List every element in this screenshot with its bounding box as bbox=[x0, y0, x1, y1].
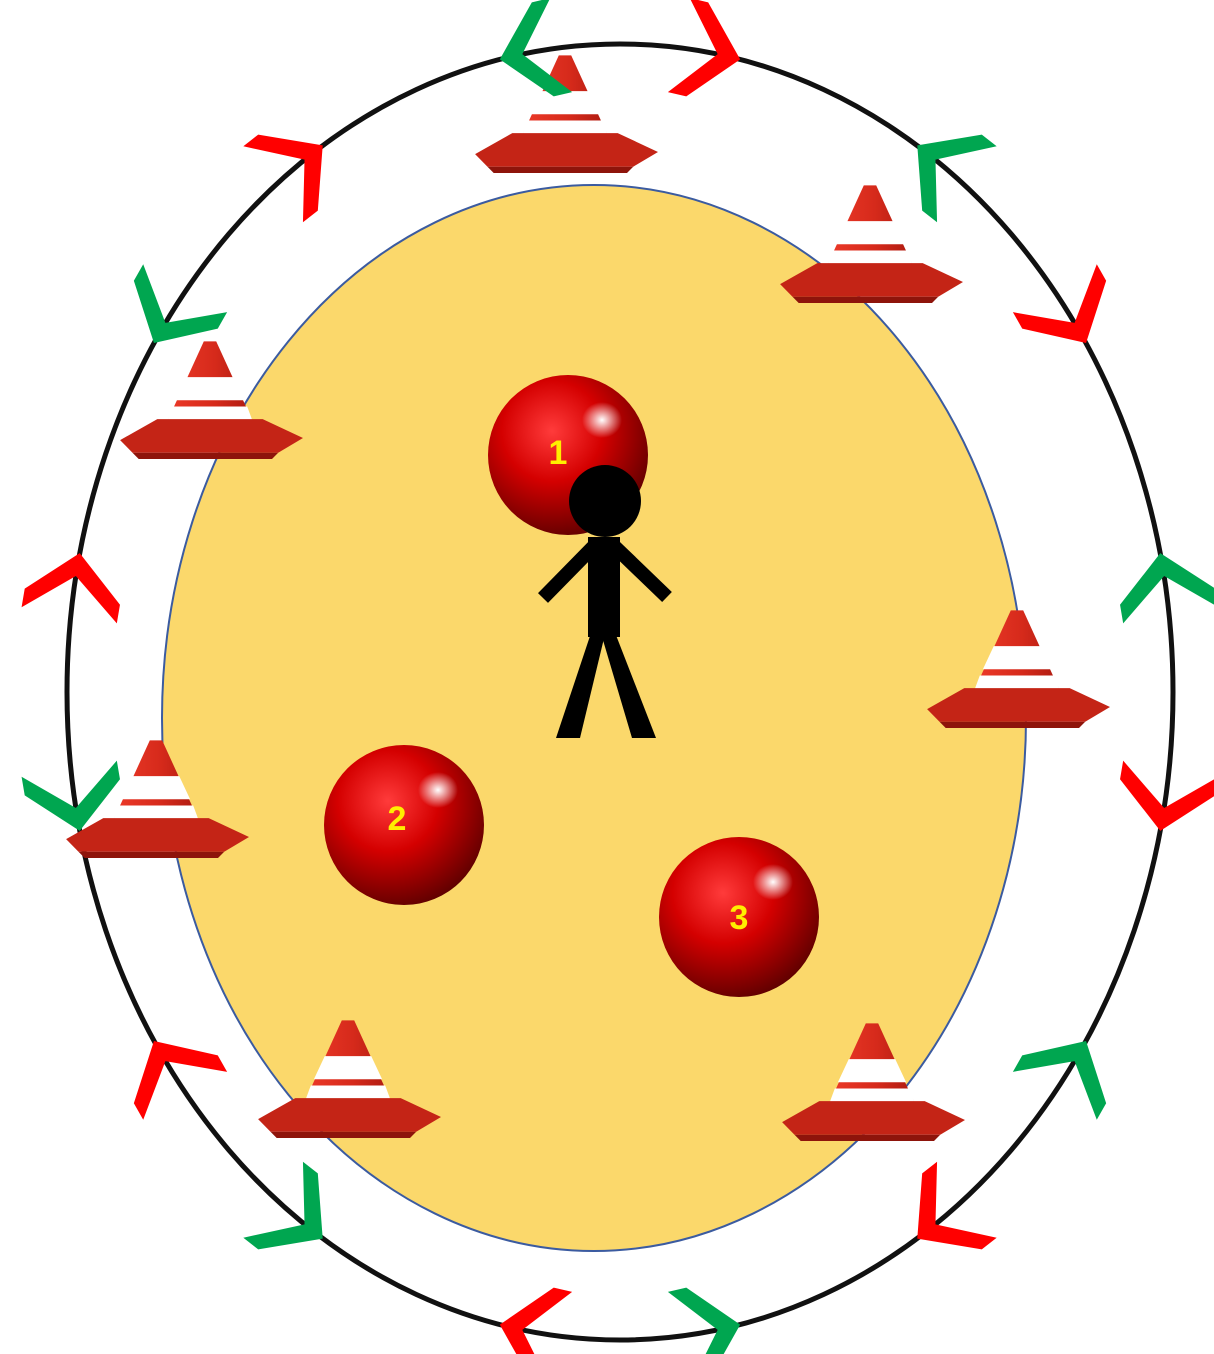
ball-label: 3 bbox=[730, 899, 749, 937]
ball-highlight bbox=[753, 864, 793, 900]
ball-highlight bbox=[418, 772, 458, 808]
ball-highlight bbox=[582, 402, 622, 438]
ball-3: 3 bbox=[659, 837, 819, 997]
ball-label: 1 bbox=[549, 434, 568, 472]
ball-label: 2 bbox=[388, 800, 407, 838]
player-head bbox=[569, 465, 641, 537]
ball-2: 2 bbox=[324, 745, 484, 905]
